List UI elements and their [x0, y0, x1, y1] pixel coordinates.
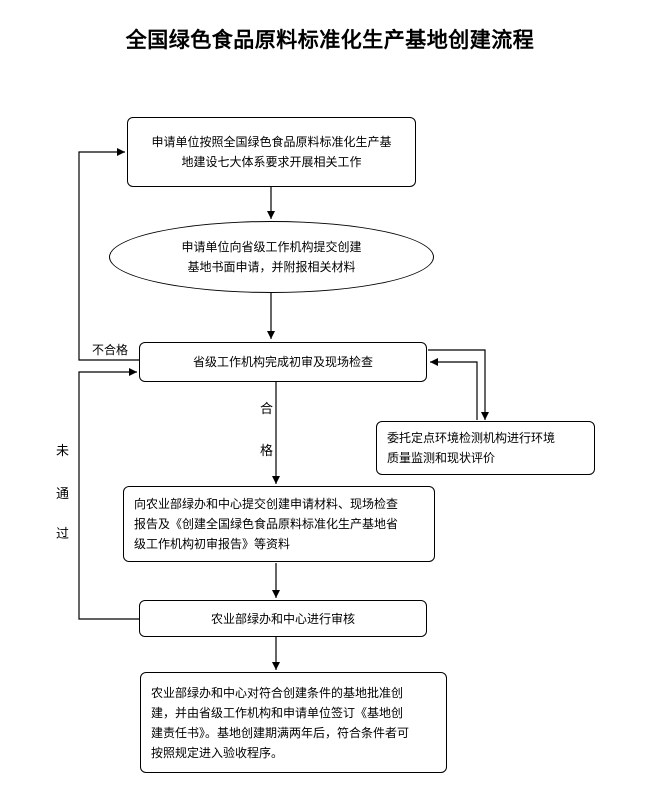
fail-label: 不合格: [92, 343, 129, 357]
step-s7-line: 建责任书》。基地创建期满两年后，符合条件者可: [151, 725, 410, 740]
step-s7-line: 农业部绿办和中心对符合创建条件的基地批准创: [151, 685, 404, 700]
step-s6-box: 农业部绿办和中心进行审核: [139, 600, 427, 637]
notpass-label-1: 未: [56, 444, 70, 459]
step-s1-box: 申请单位按照全国绿色食品原料标准化生产基 地建设七大体系要求开展相关工作: [127, 117, 416, 187]
arrow-s3-to-s4: [428, 349, 489, 420]
loop-fail-to-s1: [78, 148, 139, 361]
pass-label-2: 格: [260, 444, 274, 459]
step-s1-line: 申请单位按照全国绿色食品原料标准化生产基: [151, 135, 392, 149]
step-s5-box: 向农业部绿办和中心提交创建申请材料、现场检查 报告及《创建全国绿色食品原料标准化…: [123, 486, 435, 562]
page-title: 全国绿色食品原料标准化生产基地创建流程: [125, 28, 535, 52]
arrow-s4-to-s3: [430, 358, 478, 420]
pass-label-1: 合: [260, 402, 274, 417]
step-s1-line: 地建设七大体系要求开展相关工作: [181, 155, 362, 169]
notpass-label-2: 通: [56, 487, 70, 502]
step-s4-box: 委托定点环境检测机构进行环境 质量监测和现状评价: [376, 421, 595, 475]
step-s5-line: 级工作机构初审报告》等资料: [134, 537, 291, 551]
step-s4-line: 质量监测和现状评价: [387, 451, 496, 465]
step-s2-ellipse: 申请单位向省级工作机构提交创建 基地书面申请，并附报相关材料: [109, 221, 434, 293]
loop-notpass-to-s3: [78, 368, 139, 620]
step-s7-line: 按照规定进入验收程序。: [151, 745, 284, 760]
step-s3-box: 省级工作机构完成初审及现场检查: [139, 342, 427, 382]
step-s5-line: 报告及《创建全国绿色食品原料标准化生产基地省: [134, 517, 399, 531]
notpass-label-3: 过: [56, 527, 70, 542]
step-s6-line: 农业部绿办和中心进行审核: [210, 611, 355, 626]
step-s3-line: 省级工作机构完成初审及现场检查: [192, 355, 373, 369]
step-s4-line: 委托定点环境检测机构进行环境: [387, 431, 556, 445]
step-s2-line: 申请单位向省级工作机构提交创建: [181, 240, 362, 254]
step-s2-line: 基地书面申请，并附报相关材料: [187, 260, 356, 274]
step-s7-line: 建，并由省级工作机构和申请单位签订《基地创: [151, 705, 404, 720]
step-s7-box: 农业部绿办和中心对符合创建条件的基地批准创 建，并由省级工作机构和申请单位签订《…: [140, 672, 447, 773]
step-s5-line: 向农业部绿办和中心提交创建申请材料、现场检查: [134, 497, 399, 511]
